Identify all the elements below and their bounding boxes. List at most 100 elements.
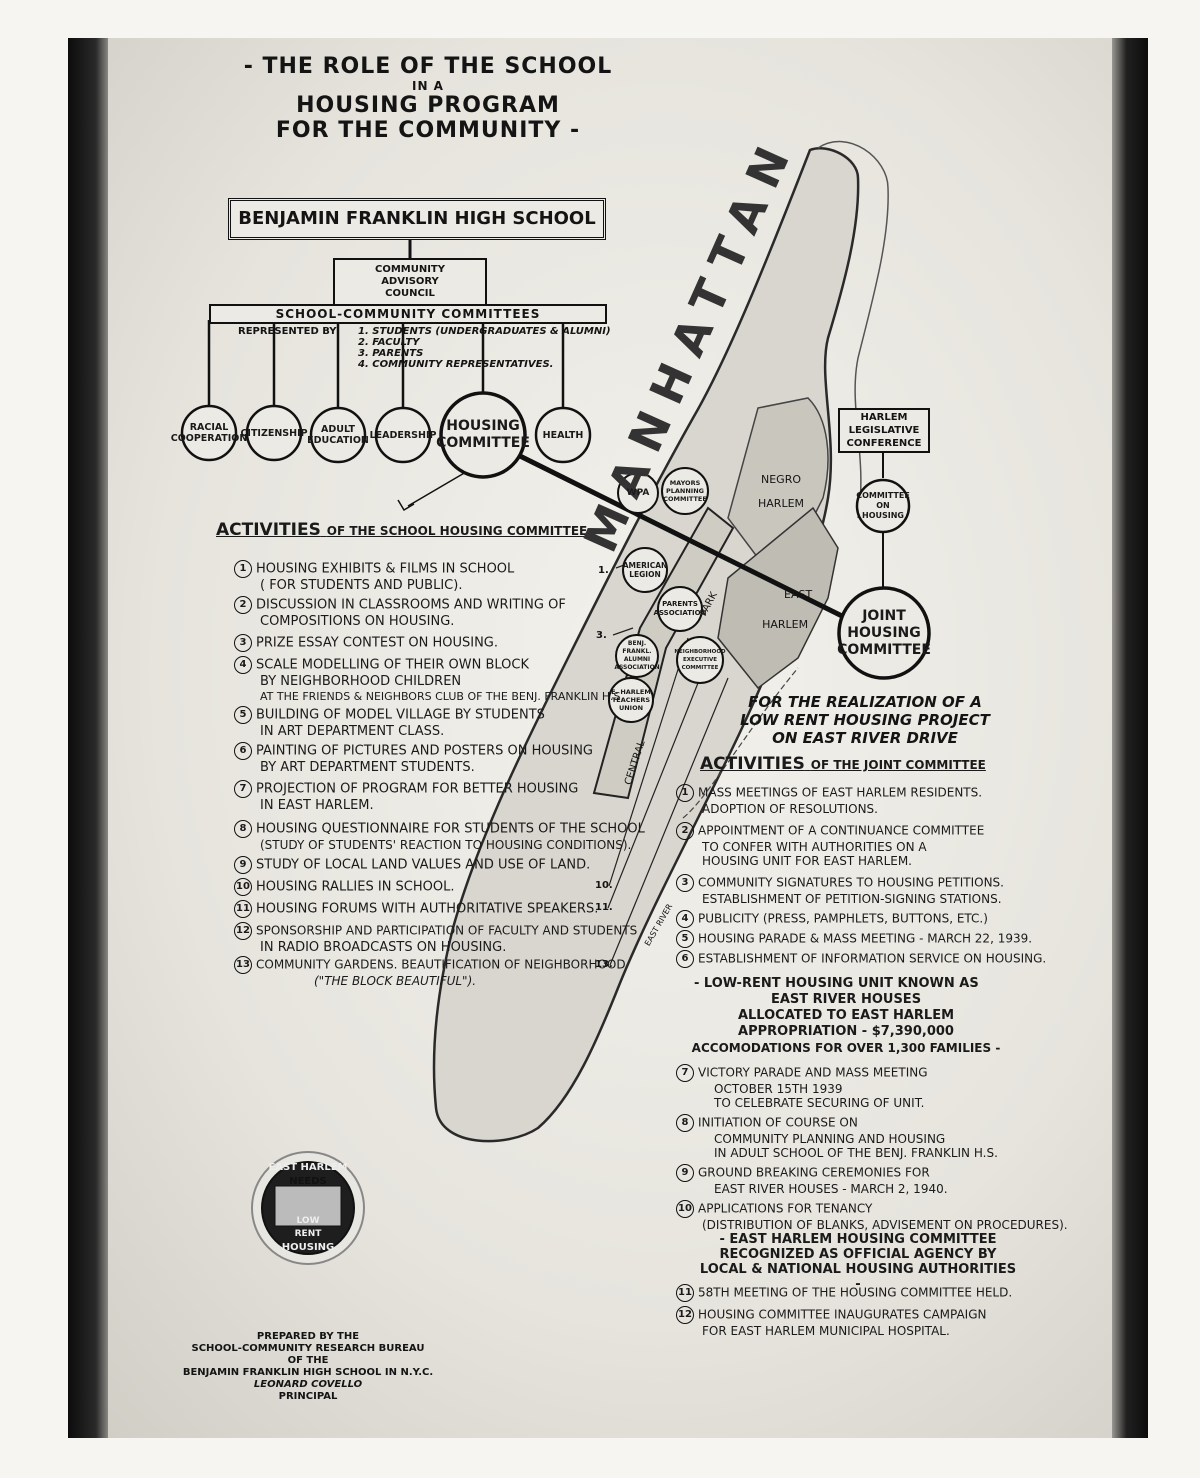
map-marker-1: 1. xyxy=(598,565,609,576)
poster-edge-left xyxy=(68,38,108,1438)
item-text: HOUSING QUESTIONNAIRE FOR STUDENTS OF TH… xyxy=(256,821,645,837)
negro-harlem-label: NEGRO HARLEM xyxy=(758,468,804,516)
item-number: 7 xyxy=(234,780,252,798)
item-number: 8 xyxy=(234,820,252,838)
header-main: ACTIVITIES xyxy=(700,754,805,774)
item-number: 4 xyxy=(234,656,252,674)
item-text: OCTOBER 15TH 1939 xyxy=(714,1082,843,1096)
org-label: BENJ. FRANKL. xyxy=(622,640,652,655)
credit-line: SCHOOL-COMMUNITY RESEARCH BUREAU xyxy=(191,1343,425,1354)
item-text: HOUSING RALLIES IN SCHOOL. xyxy=(256,879,455,895)
map-marker-13: 13. xyxy=(595,959,613,970)
org-label: UNION xyxy=(618,704,644,712)
item-number: 1 xyxy=(234,560,252,578)
seal-bottom-text: HOUSING xyxy=(281,1242,335,1253)
central-park xyxy=(592,506,735,800)
item-text: IN RADIO BROADCASTS ON HOUSING. xyxy=(260,940,507,955)
item-text: GROUND BREAKING CEREMONIES FOR xyxy=(698,1165,930,1180)
item-number: 9 xyxy=(234,856,252,874)
represented-by-label: REPRESENTED BY xyxy=(238,326,337,337)
representative-3: 3. PARENTS xyxy=(358,348,424,359)
item-text: TO CONFER WITH AUTHORITIES ON A xyxy=(702,840,927,854)
circle-label: LEADERSHIP xyxy=(369,429,437,441)
item-number: 4 xyxy=(676,910,694,928)
circle-label: COMMITTEE xyxy=(837,641,931,658)
credit-line: LEONARD COVELLO xyxy=(253,1379,363,1390)
item-text: APPLICATIONS FOR TENANCY xyxy=(698,1201,873,1216)
item-text: PRIZE ESSAY CONTEST ON HOUSING. xyxy=(256,635,499,651)
item-number: 11 xyxy=(234,900,252,918)
map-label: HARLEM xyxy=(762,618,809,631)
item-number: 6 xyxy=(234,742,252,760)
item-text: HOUSING PARADE & MASS MEETING - MARCH 22… xyxy=(698,931,1033,946)
circle-racial-cooperation: RACIAL COOPERATION xyxy=(171,413,248,453)
council-line-3: COUNCIL xyxy=(385,288,435,299)
item-number: 8 xyxy=(676,1114,694,1132)
item-number: 3 xyxy=(234,634,252,652)
org-label: WPA xyxy=(626,487,650,498)
org-label: ASSOCIATION xyxy=(614,664,660,671)
harlem-legislative-conference-box: HARLEM LEGISLATIVE CONFERENCE xyxy=(838,408,930,453)
org-label: TEACHERS xyxy=(611,696,651,704)
council-line-2: ADVISORY xyxy=(381,276,439,287)
item-text: 58TH MEETING OF THE HOUSING COMMITTEE HE… xyxy=(698,1285,1013,1300)
map-label: EAST xyxy=(784,588,813,601)
item-text: ("THE BLOCK BEAUTIFUL"). xyxy=(314,974,477,988)
credit-line: PRINCIPAL xyxy=(278,1391,338,1402)
east-river-drive xyxy=(682,667,799,819)
title-line-2: IN A xyxy=(412,79,444,93)
item-number: 9 xyxy=(676,1164,694,1182)
item-text: SPONSORSHIP AND PARTICIPATION OF FACULTY… xyxy=(256,923,638,938)
circle-label: ADULT xyxy=(321,424,355,435)
item-number: 11 xyxy=(676,1284,694,1302)
org-label: LEGION xyxy=(629,570,661,579)
header-main: ACTIVITIES xyxy=(216,520,321,540)
item-text: (DISTRIBUTION OF BLANKS, ADVISEMENT ON P… xyxy=(702,1218,1068,1232)
item-text: INITIATION OF COURSE ON xyxy=(698,1115,858,1130)
org-wpa: WPA xyxy=(618,483,658,503)
joint-activity-11: 11 58TH MEETING OF THE HOUSING COMMITTEE … xyxy=(676,1284,1012,1302)
org-label: MAYORS xyxy=(669,479,701,487)
map-label: HARLEM xyxy=(758,497,805,510)
org-label: PARENTS xyxy=(662,600,698,608)
item-text: BUILDING OF MODEL VILLAGE BY STUDENTS xyxy=(256,707,545,723)
org-label: AMERICAN xyxy=(622,561,668,570)
east-river-houses-note: - LOW-RENT HOUSING UNIT KNOWN AS EAST RI… xyxy=(686,976,1006,1056)
item-text: COMMUNITY SIGNATURES TO HOUSING PETITION… xyxy=(698,875,1004,890)
realization-line: ON EAST RIVER DRIVE xyxy=(772,729,958,747)
circle-label: EDUCATION xyxy=(307,435,369,446)
title-line-4: FOR THE COMMUNITY - xyxy=(275,118,581,143)
east-harlem-label: EAST HARLEM xyxy=(758,580,812,640)
circle-label: HOUSING xyxy=(847,624,921,641)
seal-needs-text: NEEDS xyxy=(289,1176,327,1187)
item-text: MASS MEETINGS OF EAST HARLEM RESIDENTS. xyxy=(698,785,983,800)
official-agency-note: - EAST HARLEM HOUSING COMMITTEE RECOGNIZ… xyxy=(698,1232,1018,1292)
item-text: COMMUNITY PLANNING AND HOUSING xyxy=(714,1132,946,1146)
poster-title: - THE ROLE OF THE SCHOOL IN A HOUSING PR… xyxy=(228,54,628,143)
seal-top-text: EAST HARLEM xyxy=(268,1162,348,1173)
representative-4: 4. COMMUNITY REPRESENTATIVES. xyxy=(358,359,554,370)
item-text: AT THE FRIENDS & NEIGHBORS CLUB OF THE B… xyxy=(260,690,624,703)
item-number: 2 xyxy=(676,822,694,840)
school-box: BENJAMIN FRANKLIN HIGH SCHOOL xyxy=(228,198,606,240)
conf-line: HARLEM xyxy=(860,412,908,423)
title-line-3: HOUSING PROGRAM xyxy=(296,93,560,118)
circle-label: HOUSING xyxy=(862,511,904,520)
